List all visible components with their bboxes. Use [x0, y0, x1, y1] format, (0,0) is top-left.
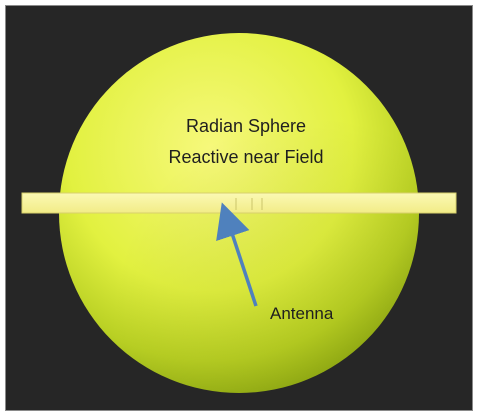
antenna-field-diagram: Radian Sphere Reactive near Field Antenn…	[21, 33, 457, 393]
antenna-bar	[21, 192, 457, 214]
antenna-label: Antenna	[270, 304, 334, 323]
sphere-title-line-2: Reactive near Field	[168, 147, 323, 167]
sphere-title-line-1: Radian Sphere	[186, 116, 306, 136]
arrow-up-left-icon	[216, 202, 258, 307]
diagram-stage: Radian Sphere Reactive near Field Antenn…	[5, 5, 473, 411]
